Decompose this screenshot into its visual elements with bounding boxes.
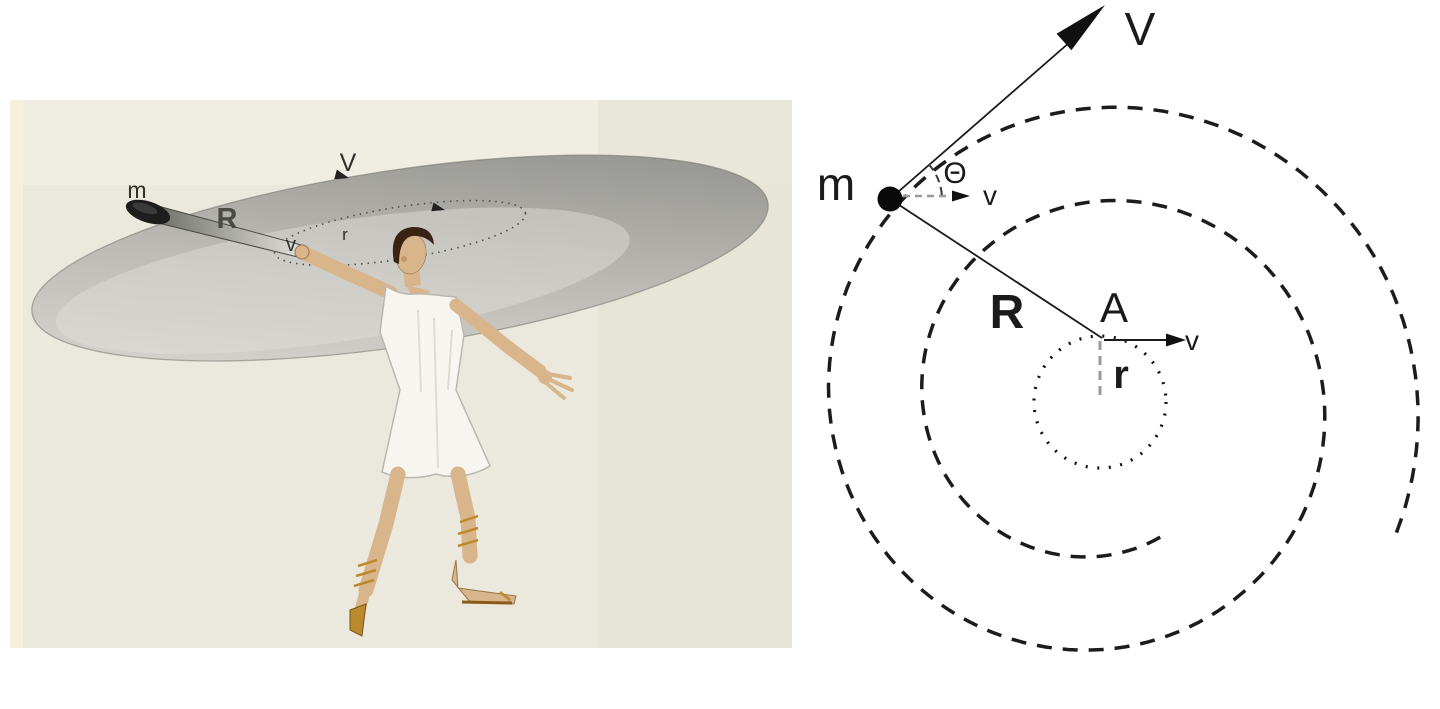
right-label-release-velocity: V xyxy=(1125,3,1156,55)
left-label-hand-radius: r xyxy=(342,225,348,244)
right-label-angle: Θ xyxy=(943,157,966,190)
hammer-head xyxy=(125,199,171,225)
inner-dotted-circle xyxy=(1032,334,1168,470)
right-label-radius: R xyxy=(990,286,1025,339)
horizontal-velocity-arrow-icon xyxy=(952,190,970,202)
back-sandal-straps xyxy=(353,558,378,588)
right-label-center-velocity: v xyxy=(1185,325,1199,356)
left-label-release-velocity: V xyxy=(340,149,357,177)
right-label-mass: m xyxy=(817,158,855,210)
spiral-diagram: m V Θ v R A v r xyxy=(817,3,1420,652)
athlete-illustration: m V R v r xyxy=(10,100,792,648)
front-sandal-straps xyxy=(457,514,511,601)
raised-arm xyxy=(299,247,398,300)
head xyxy=(392,226,434,275)
hand-circle-dotted xyxy=(273,199,527,267)
front-foot xyxy=(451,559,517,605)
ear xyxy=(401,256,407,262)
front-sandal-sole xyxy=(461,600,513,605)
right-label-inner-radius: r xyxy=(1113,353,1129,397)
back-sandal xyxy=(349,603,367,637)
left-label-mass: m xyxy=(127,177,146,203)
radius-line xyxy=(889,198,1103,339)
hand-circle-arrow-icon xyxy=(431,202,445,212)
back-leg xyxy=(358,466,406,598)
center-velocity-arrow-icon xyxy=(1166,333,1186,347)
right-label-center: A xyxy=(1100,284,1128,331)
release-velocity-line xyxy=(889,41,1071,200)
paper-edge-strip xyxy=(10,100,23,648)
spiral-path xyxy=(826,105,1420,652)
angle-arc xyxy=(927,163,943,200)
right-label-horizontal-velocity: v xyxy=(983,180,997,211)
extended-arm xyxy=(449,298,547,378)
tunic-folds xyxy=(417,309,453,469)
release-velocity-arrow-icon xyxy=(1056,5,1105,51)
left-label-hand-velocity: v xyxy=(286,234,296,256)
athlete-figure xyxy=(294,226,574,637)
gripping-hand xyxy=(294,244,310,260)
mass-dot xyxy=(877,186,903,212)
fingers xyxy=(544,372,574,400)
hair xyxy=(392,226,434,264)
left-label-sling-radius: R xyxy=(217,203,238,235)
rim-velocity-arrow-icon xyxy=(334,169,349,180)
